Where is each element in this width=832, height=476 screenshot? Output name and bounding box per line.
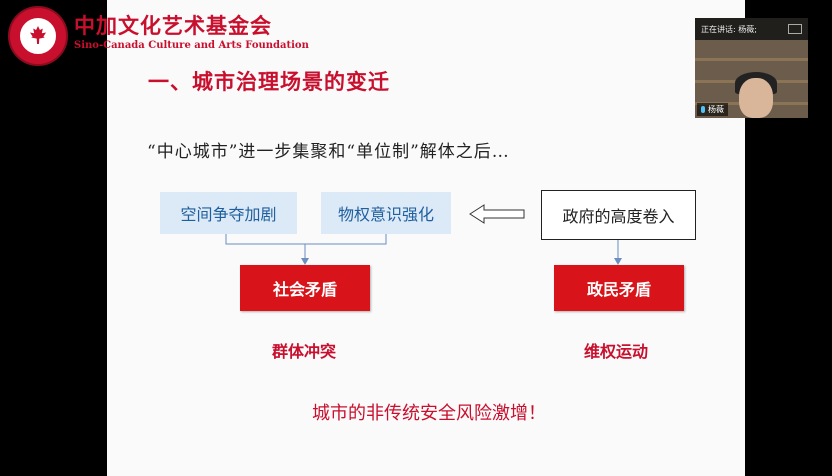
foundation-logo-seal [8, 6, 68, 66]
group-clash-label: 群体冲突 [272, 342, 337, 361]
speaker-face [739, 78, 773, 118]
social-conflict-box: 社会矛盾 [240, 265, 370, 311]
slide-conclusion: 城市的非传统安全风险激增！ [312, 403, 546, 424]
speaking-label: 正在讲话: 杨薇; [701, 24, 757, 34]
rights-movement-label: 维权运动 [584, 342, 649, 361]
logo-seal-inner [18, 16, 58, 56]
participant-name-tag: 杨薇 [697, 103, 728, 116]
foundation-name-en: Sino-Canada Culture and Arts Foundation [74, 40, 309, 51]
slide-title: 一、城市治理场景的变迁 [148, 70, 390, 94]
participant-name: 杨薇 [708, 105, 724, 114]
property-awareness-box: 物权意识强化 [321, 192, 451, 234]
slide-subtitle: “中心城市”进一步集聚和“单位制”解体之后… [147, 142, 510, 162]
speaker-video-tile[interactable]: 正在讲话: 杨薇; 杨薇 [695, 18, 808, 118]
bookshelf [695, 58, 808, 61]
microphone-icon [701, 106, 705, 113]
state-citizen-conflict-box: 政民矛盾 [554, 265, 684, 311]
left-arrow-icon [469, 204, 525, 224]
government-involvement-box: 政府的高度卷入 [541, 190, 696, 240]
speaking-indicator-bar: 正在讲话: 杨薇; [695, 18, 808, 40]
expand-video-icon[interactable] [788, 24, 802, 34]
space-competition-box: 空间争夺加剧 [160, 192, 297, 234]
foundation-name-cn: 中加文化艺术基金会 [74, 14, 272, 38]
